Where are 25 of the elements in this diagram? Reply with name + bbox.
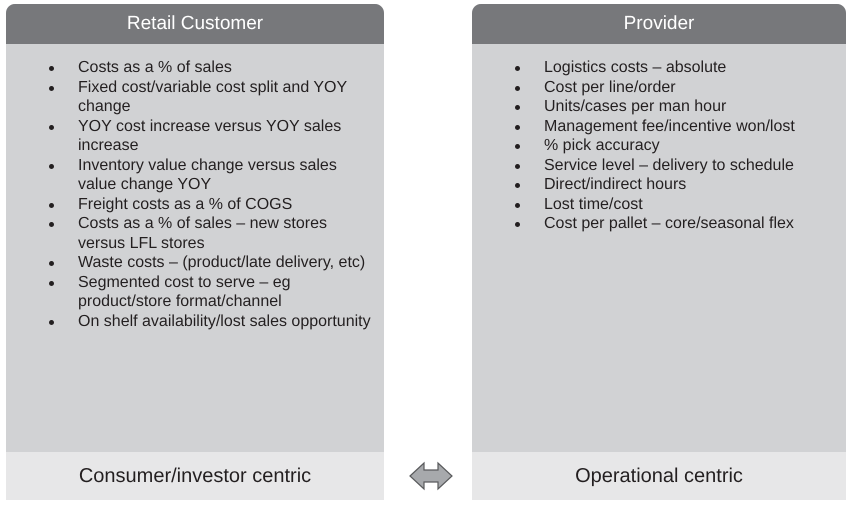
category-panel [472, 4, 846, 500]
list-item: Costs as a % of sales [78, 58, 233, 78]
list-item: Direct/indirect hours [544, 175, 688, 194]
list-item: Management fee/incentive won/lost [544, 116, 796, 136]
list-item: Service level – delivery to schedule [544, 156, 795, 175]
list-item: Freight costs as a % of COGS [78, 194, 294, 214]
footer-band: Operational centric [472, 452, 846, 500]
list-item: On shelf availability/lost sales opportunity [78, 312, 372, 331]
list-item: YOY cost increase versus YOY sales increase [78, 116, 342, 156]
list-item: Inventory value change versus sales value change YOY [78, 156, 338, 194]
footer-band: Consumer/investor centric [6, 452, 384, 500]
list-item: Waste costs – (product/late delivery, etc) [78, 253, 366, 272]
list-item: Lost time/cost [544, 194, 644, 214]
double-arrow [409, 462, 453, 490]
list-item: Units/cases per man hour [544, 97, 728, 116]
panel-header: Retail Customer [6, 4, 384, 44]
category-panel [6, 4, 384, 500]
list-item: Logistics costs – absolute [544, 58, 728, 78]
list-item: Cost per pallet – core/seasonal flex [544, 214, 795, 234]
list-item: Fixed cost/variable cost split and YOY change [78, 78, 348, 116]
list-item: Costs as a % of sales – new stores versus LFL stores [78, 214, 328, 253]
list-item: % pick accuracy [544, 136, 661, 156]
panel-header: Provider [472, 4, 846, 44]
list-item: Cost per line/order [544, 78, 677, 97]
list-item: Segmented cost to serve – eg product/store format/channel [78, 272, 292, 312]
